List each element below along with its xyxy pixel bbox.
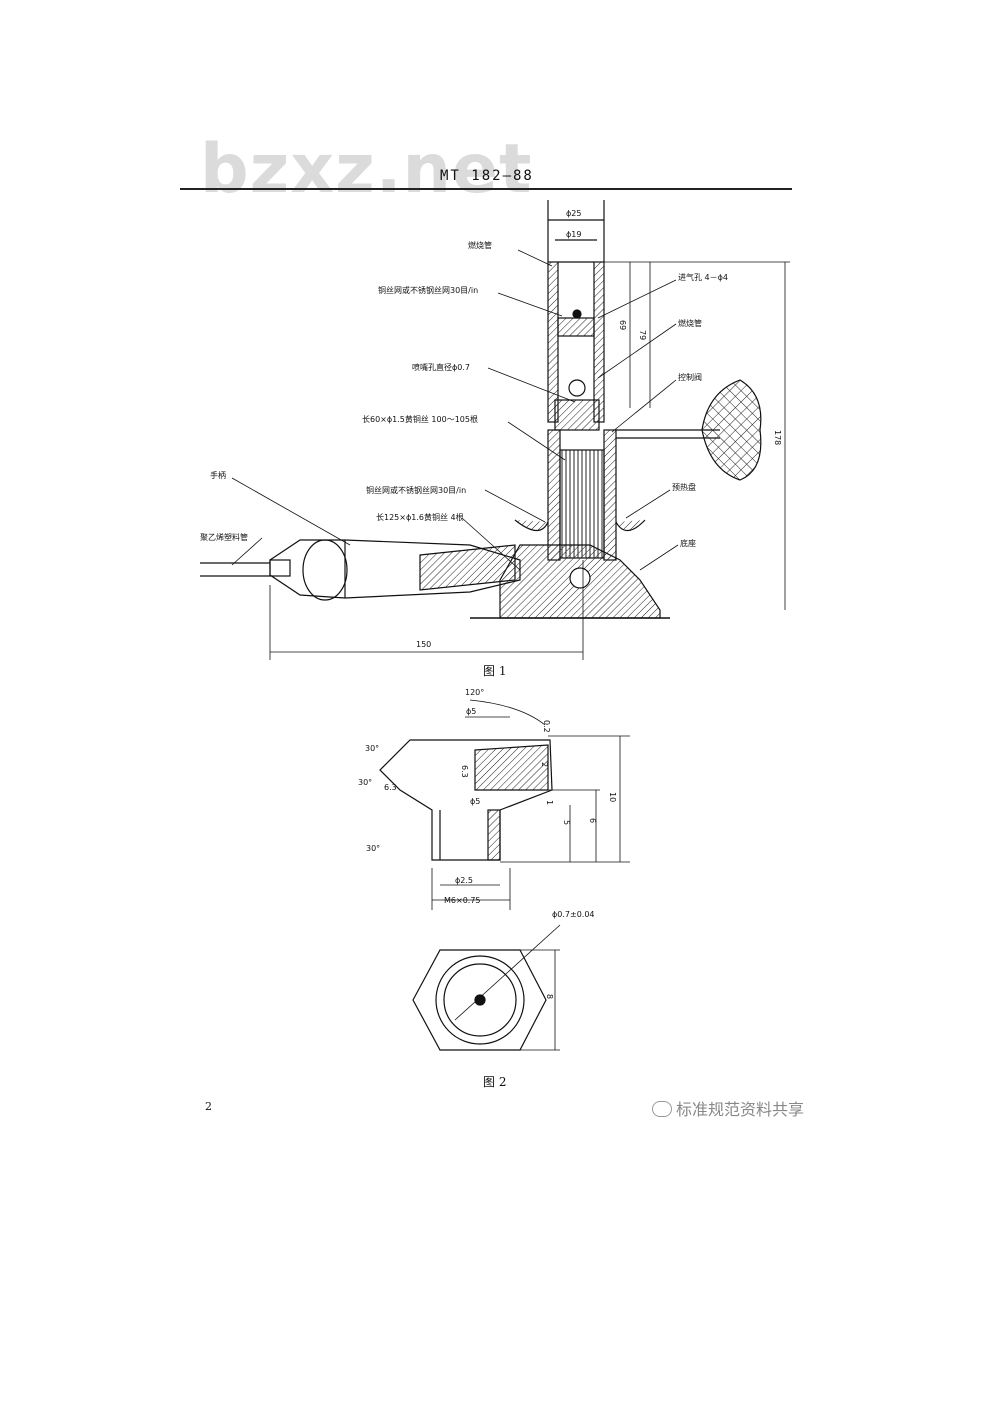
dim-178: 178 [773,430,782,446]
dim-d25: ϕ25 [566,209,582,218]
figure1-caption: 图 1 [483,664,507,678]
watermark: bzxz.net [200,130,533,209]
label-burner-tube-right: 燃烧管 [678,319,702,328]
dim-2: 2 [540,762,549,768]
label-base: 底座 [680,539,696,548]
dim-5: 5 [562,820,571,826]
dim-10: 10 [608,792,617,803]
label-burner-tube-top: 燃烧管 [468,241,492,250]
dim-30c: 30° [366,844,381,853]
dim-m6: M6×0.75 [444,896,481,905]
dim-phi5-top: ϕ5 [466,707,477,716]
dim-0-2: 0.2 [542,720,551,733]
dim-phi2-5: ϕ2.5 [455,876,473,885]
chat-bubble-icon [652,1101,672,1117]
label-control-valve: 控制阀 [678,373,702,382]
page-number: 2 [205,1100,212,1113]
dim-1: 1 [545,800,554,806]
header-rule [180,188,792,190]
dim-150: 150 [416,640,432,649]
label-copper-wire-4: 长125×ϕ1.6黄铜丝 4根 [376,513,464,522]
label-pvc-tube: 聚乙烯塑料管 [200,533,248,542]
dim-79: 79 [638,330,647,341]
credit-line: 标准规范资料共享 [652,1096,804,1120]
dim-8: 8 [545,994,554,1000]
dim-6: 6 [588,818,597,824]
dim-phi5-mid: ϕ5 [470,797,481,806]
dim-30b: 30° [358,778,373,787]
standard-number: MT 182—88 [440,168,534,184]
dim-6-3-mid: 6.3 [460,765,469,778]
dim-120: 120° [465,688,485,697]
label-nozzle: 喷嘴孔直径ϕ0.7 [412,363,470,372]
label-copper-wire: 长60×ϕ1.5黄铜丝 100～105根 [362,415,478,424]
dim-30a: 30° [365,744,380,753]
label-mesh-top: 铜丝网或不锈钢丝网30目/in [378,286,479,295]
label-mesh-bottom: 铜丝网或不锈钢丝网30目/in [366,486,467,495]
dim-phi0-7: ϕ0.7±0.04 [552,910,595,919]
figure2-caption: 图 2 [483,1075,507,1089]
credit-text: 标准规范资料共享 [676,1100,805,1119]
label-air-inlet: 进气孔 4－ϕ4 [678,273,728,282]
label-handle: 手柄 [210,471,226,480]
dim-d19: ϕ19 [566,230,582,239]
label-preheat-plate: 预热盘 [672,483,696,492]
dim-6-3-left: 6.3 [384,783,397,792]
dim-69: 69 [618,320,627,331]
